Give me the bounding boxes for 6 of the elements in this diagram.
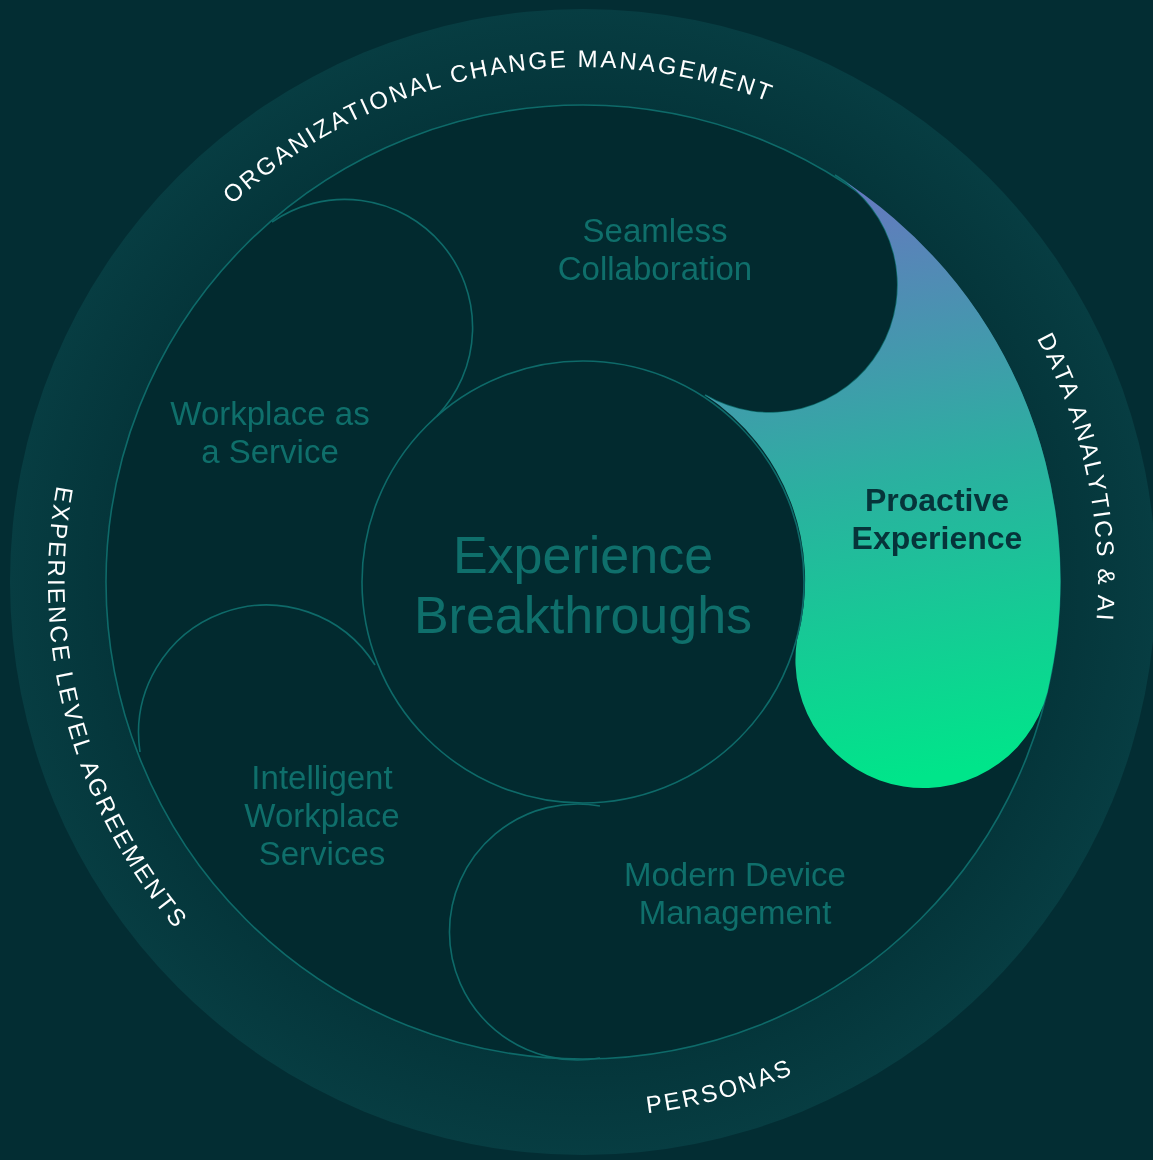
node-label: Modern Device Management (623, 856, 847, 932)
node-label: Proactive Experience (850, 481, 1024, 557)
node-label: Intelligent Workplace Services (243, 759, 401, 873)
node-label: Workplace as a Service (169, 395, 371, 471)
node-label: Experience Breakthroughs (412, 525, 754, 645)
node-label: Seamless Collaboration (556, 212, 754, 288)
